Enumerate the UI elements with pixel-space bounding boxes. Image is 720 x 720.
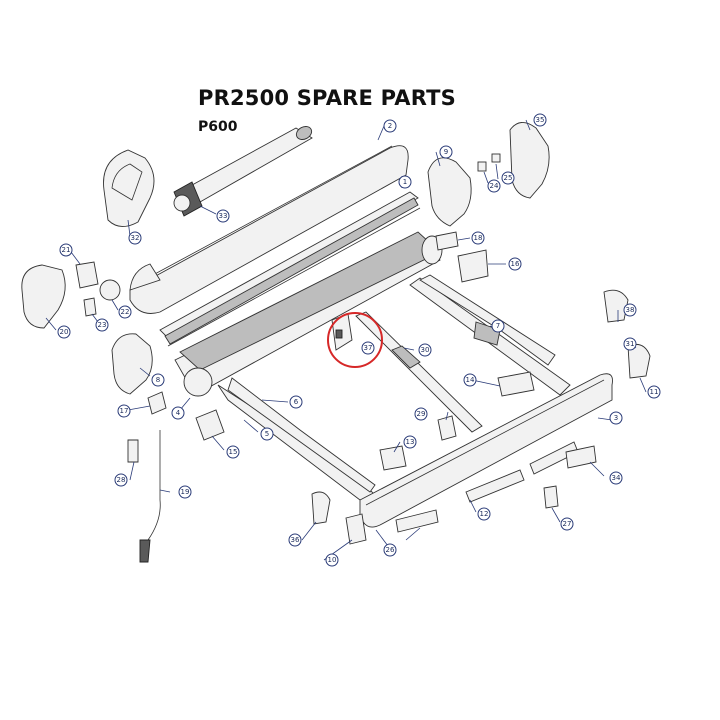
- svg-text:32: 32: [131, 234, 140, 242]
- svg-text:20: 20: [60, 328, 69, 336]
- callout-32: 32: [128, 231, 142, 245]
- callout-22: 22: [118, 305, 132, 319]
- svg-text:37: 37: [364, 344, 373, 352]
- callout-3: 3: [609, 411, 623, 425]
- svg-text:34: 34: [612, 474, 621, 482]
- svg-text:36: 36: [291, 536, 300, 544]
- callout-24: 24: [487, 179, 501, 193]
- diagram-subtitle: P600: [198, 119, 238, 135]
- svg-text:10: 10: [328, 556, 337, 564]
- callout-1: 1: [398, 175, 412, 189]
- svg-text:18: 18: [474, 234, 483, 242]
- svg-text:1: 1: [403, 178, 407, 186]
- callout-34: 34: [609, 471, 623, 485]
- callout-23: 23: [95, 318, 109, 332]
- right-end-cap-part: [427, 122, 550, 227]
- callout-12: 12: [477, 507, 491, 521]
- svg-text:31: 31: [626, 340, 635, 348]
- callout-2: 2: [383, 119, 397, 133]
- svg-text:12: 12: [480, 510, 489, 518]
- svg-text:35: 35: [536, 116, 545, 124]
- svg-text:28: 28: [117, 476, 126, 484]
- svg-text:6: 6: [294, 398, 299, 406]
- svg-text:38: 38: [626, 306, 635, 314]
- svg-text:8: 8: [156, 376, 160, 384]
- svg-text:26: 26: [386, 546, 395, 554]
- svg-text:21: 21: [62, 246, 71, 254]
- small-parts-group: [127, 231, 651, 563]
- callout-31: 31: [623, 337, 637, 351]
- svg-text:4: 4: [176, 409, 181, 417]
- svg-text:17: 17: [120, 407, 129, 415]
- motor-tube-part: [173, 126, 313, 217]
- svg-text:3: 3: [614, 414, 618, 422]
- callout-4: 4: [171, 406, 185, 420]
- cassette-cover-part: [129, 145, 409, 314]
- svg-text:30: 30: [421, 346, 430, 354]
- callout-20: 20: [57, 325, 71, 339]
- callout-17: 17: [117, 404, 131, 418]
- left-side-brackets-part: [21, 261, 153, 395]
- folding-arms-part: [217, 274, 571, 501]
- callout-19: 19: [178, 485, 192, 499]
- svg-text:27: 27: [563, 520, 572, 528]
- callout-7: 7: [491, 319, 505, 333]
- svg-text:9: 9: [444, 148, 448, 156]
- svg-text:2: 2: [388, 122, 392, 130]
- diagram-title: PR2500 SPARE PARTS: [198, 86, 456, 110]
- callout-13: 13: [403, 435, 417, 449]
- callout-38: 38: [623, 303, 637, 317]
- svg-text:22: 22: [121, 308, 130, 316]
- callout-18: 18: [471, 231, 485, 245]
- svg-text:7: 7: [496, 322, 500, 330]
- callout-5: 5: [260, 427, 274, 441]
- svg-text:13: 13: [406, 438, 415, 446]
- svg-text:15: 15: [229, 448, 238, 456]
- callout-37: 37: [361, 341, 375, 355]
- callout-21: 21: [59, 243, 73, 257]
- callout-11: 11: [647, 385, 661, 399]
- callout-36: 36: [288, 533, 302, 547]
- callout-28: 28: [114, 473, 128, 487]
- svg-text:5: 5: [265, 430, 269, 438]
- svg-text:24: 24: [490, 182, 499, 190]
- svg-text:23: 23: [98, 321, 107, 329]
- svg-text:25: 25: [504, 174, 513, 182]
- svg-text:16: 16: [511, 260, 520, 268]
- svg-text:19: 19: [181, 488, 190, 496]
- left-end-cap-part: [103, 149, 155, 227]
- highlighted-bracket-part: [327, 312, 383, 368]
- callout-10: 10: [325, 553, 339, 567]
- top-profile-part: [159, 191, 421, 347]
- callout-26: 26: [383, 543, 397, 557]
- callout-15: 15: [226, 445, 240, 459]
- svg-text:14: 14: [466, 376, 475, 384]
- callout-35: 35: [533, 113, 547, 127]
- callout-33: 33: [216, 209, 230, 223]
- callout-16: 16: [508, 257, 522, 271]
- callout-14: 14: [463, 373, 477, 387]
- callout-6: 6: [289, 395, 303, 409]
- callout-29: 29: [414, 407, 428, 421]
- svg-text:11: 11: [650, 388, 659, 396]
- svg-text:33: 33: [219, 212, 228, 220]
- svg-text:29: 29: [417, 410, 426, 418]
- callout-25: 25: [501, 171, 515, 185]
- callout-8: 8: [151, 373, 165, 387]
- callout-30: 30: [418, 343, 432, 357]
- fabric-roller-part: [174, 231, 443, 397]
- callout-9: 9: [439, 145, 453, 159]
- leader-lines: [45, 119, 647, 561]
- callout-27: 27: [560, 517, 574, 531]
- highlight-circle: [327, 312, 383, 368]
